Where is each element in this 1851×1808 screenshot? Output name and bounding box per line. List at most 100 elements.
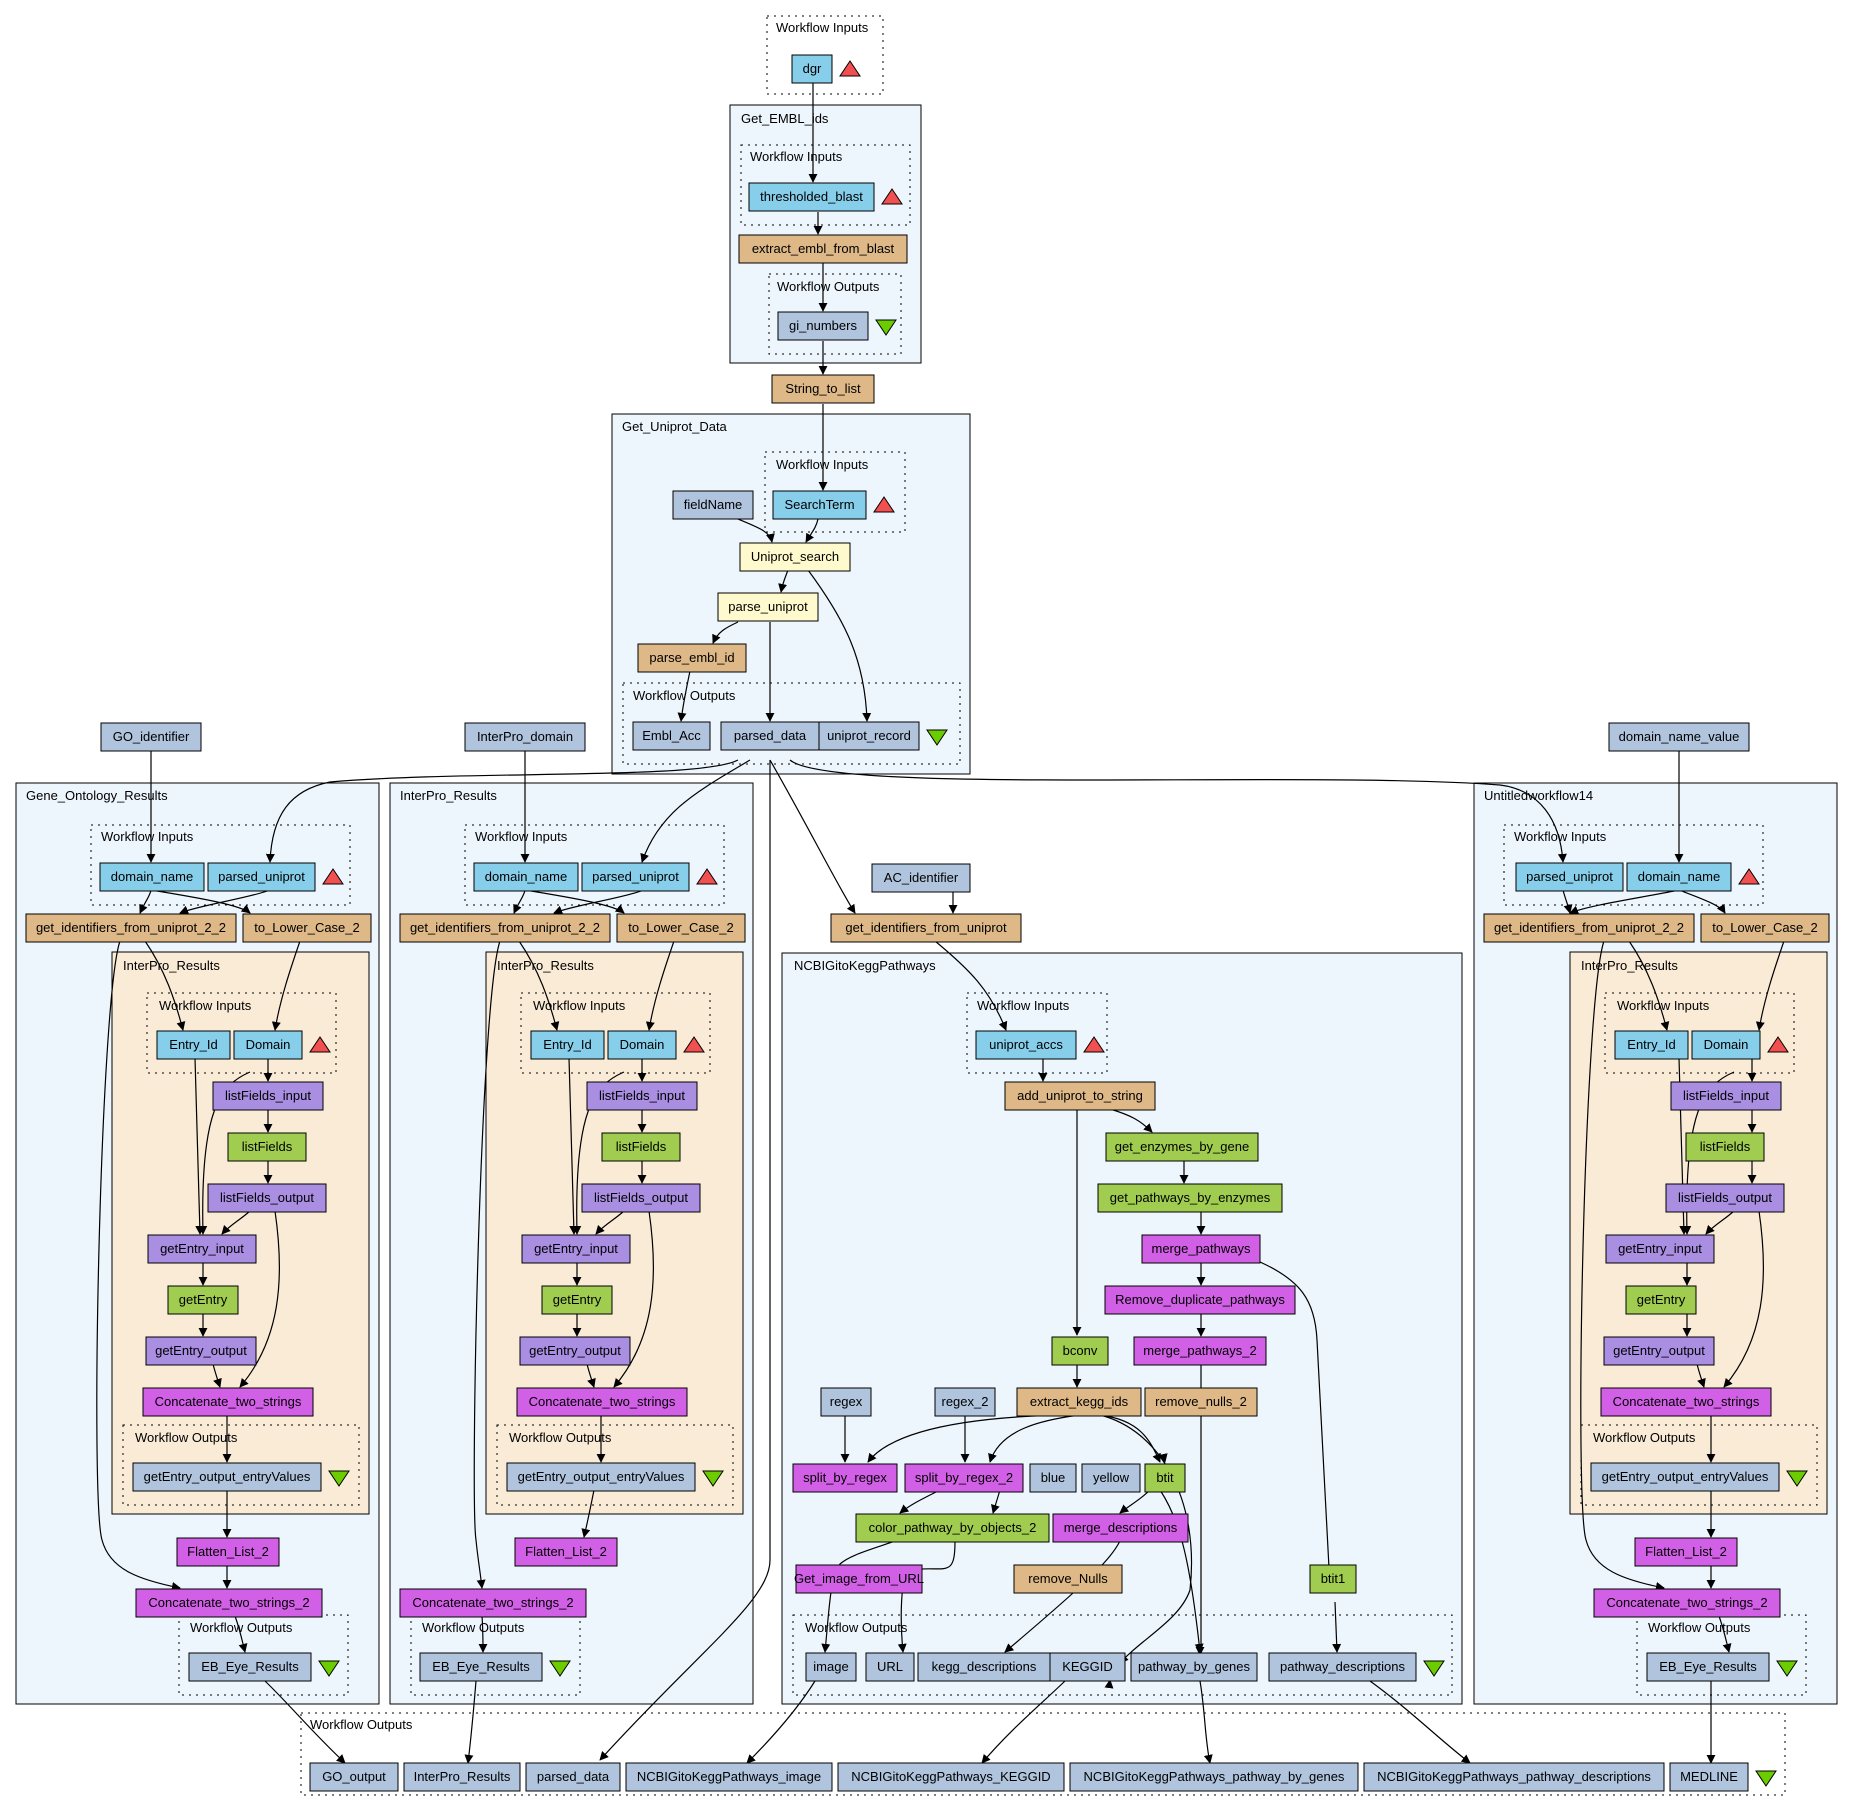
node-label: Domain [620, 1037, 665, 1052]
workflow-output-triangle-icon [318, 1660, 340, 1677]
edge [150, 889, 251, 914]
node-label: Remove_duplicate_pathways [1115, 1292, 1285, 1307]
node-box [525, 1762, 621, 1792]
color-pathway-by-objects-2-node: color_pathway_by_objects_2 [855, 1513, 1050, 1543]
node-box [1603, 1336, 1715, 1366]
merge-pathways-2-node: merge_pathways_2 [1133, 1336, 1267, 1366]
parsed-uniprot-node: parsed_uniprot [581, 862, 718, 892]
node-box [917, 1652, 1051, 1682]
workflow-input-triangle-icon [322, 868, 344, 885]
go-nested-inputs-title: Workflow Inputs [159, 998, 252, 1013]
un-nested-inputs-box [1604, 992, 1795, 1074]
node-box [1515, 862, 1624, 892]
ncbi-outputs-title: Workflow Outputs [805, 1620, 908, 1635]
node-label: InterPro_Results [414, 1769, 511, 1784]
entry-id-node: Entry_Id [156, 1030, 231, 1060]
node-label: get_pathways_by_enzymes [1110, 1190, 1271, 1205]
node-box [521, 1234, 631, 1264]
btit-node: btit [1144, 1463, 1186, 1493]
edges [96, 82, 1785, 1764]
listfields-node: listFields [227, 1132, 307, 1162]
remove-nulls-2-node: remove_nulls_2 [1144, 1387, 1258, 1417]
node-label: to_Lower_Case_2 [628, 920, 734, 935]
getentry-output-node: getEntry_output [1603, 1336, 1715, 1366]
node-label: getEntry_output [1613, 1343, 1705, 1358]
split-by-regex-2-node: split_by_regex_2 [904, 1463, 1024, 1493]
node-box [188, 1652, 312, 1682]
url-node: URL [865, 1652, 915, 1682]
node-box [672, 490, 754, 520]
edge [613, 1210, 655, 1388]
node-box [399, 1588, 587, 1618]
node-label: getEntry_output [155, 1343, 247, 1358]
node-label: domain_name [485, 869, 567, 884]
node-label: fieldName [684, 497, 743, 512]
node-label: Concatenate_two_strings [155, 1394, 302, 1409]
go-title: Gene_Ontology_Results [26, 788, 168, 803]
gi-numbers-node: gi_numbers [777, 311, 897, 341]
node-label: parsed_data [537, 1769, 610, 1784]
workflow-input-triangle-icon [873, 496, 895, 513]
node-box [1626, 862, 1732, 892]
image-node: image [805, 1652, 857, 1682]
searchterm-node: SearchTerm [772, 490, 895, 520]
embl-acc-node: Embl_Acc [632, 721, 711, 751]
ip-nested-inputs-title: Workflow Inputs [533, 998, 626, 1013]
go-output-node: GO_output [309, 1762, 399, 1792]
node-label: Flatten_List_2 [525, 1544, 607, 1559]
node-label: Entry_Id [169, 1037, 217, 1052]
workflow-output-triangle-icon [549, 1660, 571, 1677]
go-outputs-title: Workflow Outputs [190, 1620, 293, 1635]
pathway-by-genes-node: pathway_by_genes [1130, 1652, 1258, 1682]
node-label: Flatten_List_2 [1645, 1544, 1727, 1559]
edge [518, 940, 560, 1031]
node-box [934, 1387, 996, 1417]
node-box [1600, 1387, 1772, 1417]
top-inputs-title: Workflow Inputs [776, 20, 869, 35]
bconv-node: bconv [1051, 1336, 1109, 1366]
edge [234, 1615, 248, 1653]
edge [805, 518, 819, 543]
edge [1562, 889, 1573, 914]
node-label: NCBIGitoKeggPathways_KEGGID [851, 1769, 1050, 1784]
node-label: NCBIGitoKeggPathways_pathway_by_genes [1084, 1769, 1345, 1784]
node-box [541, 1285, 613, 1315]
getentry-node: getEntry [541, 1285, 613, 1315]
node-label: pathway_descriptions [1280, 1659, 1406, 1674]
node-box [738, 234, 908, 264]
edge [1099, 1414, 1161, 1463]
edge [524, 889, 625, 914]
edge [212, 1363, 222, 1388]
node-box [777, 311, 869, 341]
node-label: parse_uniprot [728, 599, 808, 614]
bottom-workflow-outputs-box [300, 1712, 1786, 1796]
get-uniprot-inputs-title: Workflow Inputs [776, 457, 869, 472]
node-box [904, 1463, 1024, 1493]
node-label: get_identifiers_from_uniprot_2_2 [410, 920, 600, 935]
ncbi-image-node: NCBIGitoKeggPathways_image [625, 1762, 833, 1792]
extract-kegg-ids-node: extract_kegg_ids [1016, 1387, 1142, 1417]
go-inputs-title: Workflow Inputs [101, 829, 194, 844]
node-label: AC_identifier [884, 870, 959, 885]
node-box [586, 1081, 698, 1111]
domain-node: Domain [607, 1030, 705, 1060]
get-uniprot-outputs-box [622, 682, 961, 765]
edge [1628, 940, 1670, 1031]
node-label: get_identifiers_from_uniprot_2_2 [36, 920, 226, 935]
node-box [506, 1462, 696, 1492]
node-box [1483, 913, 1695, 943]
node-label: merge_pathways [1152, 1241, 1251, 1256]
listfields-input-node: listFields_input [1670, 1081, 1782, 1111]
node-label: merge_descriptions [1064, 1520, 1178, 1535]
cluster-titles: Workflow Inputs Get_EMBL_ids Workflow In… [26, 20, 1751, 1732]
get-embl-outputs-title: Workflow Outputs [777, 279, 880, 294]
node-label: Embl_Acc [642, 728, 701, 743]
flatten-list-2-node: Flatten_List_2 [514, 1537, 618, 1567]
workflow-output-triangle-icon [875, 319, 897, 336]
node-label: getEntry_output_entryValues [144, 1469, 311, 1484]
node-box [1004, 1081, 1156, 1111]
node-label: merge_pathways_2 [1143, 1343, 1256, 1358]
node-label: btit [1156, 1470, 1174, 1485]
flatten-list-2-node: Flatten_List_2 [1634, 1537, 1738, 1567]
node-label: parse_embl_id [649, 650, 734, 665]
